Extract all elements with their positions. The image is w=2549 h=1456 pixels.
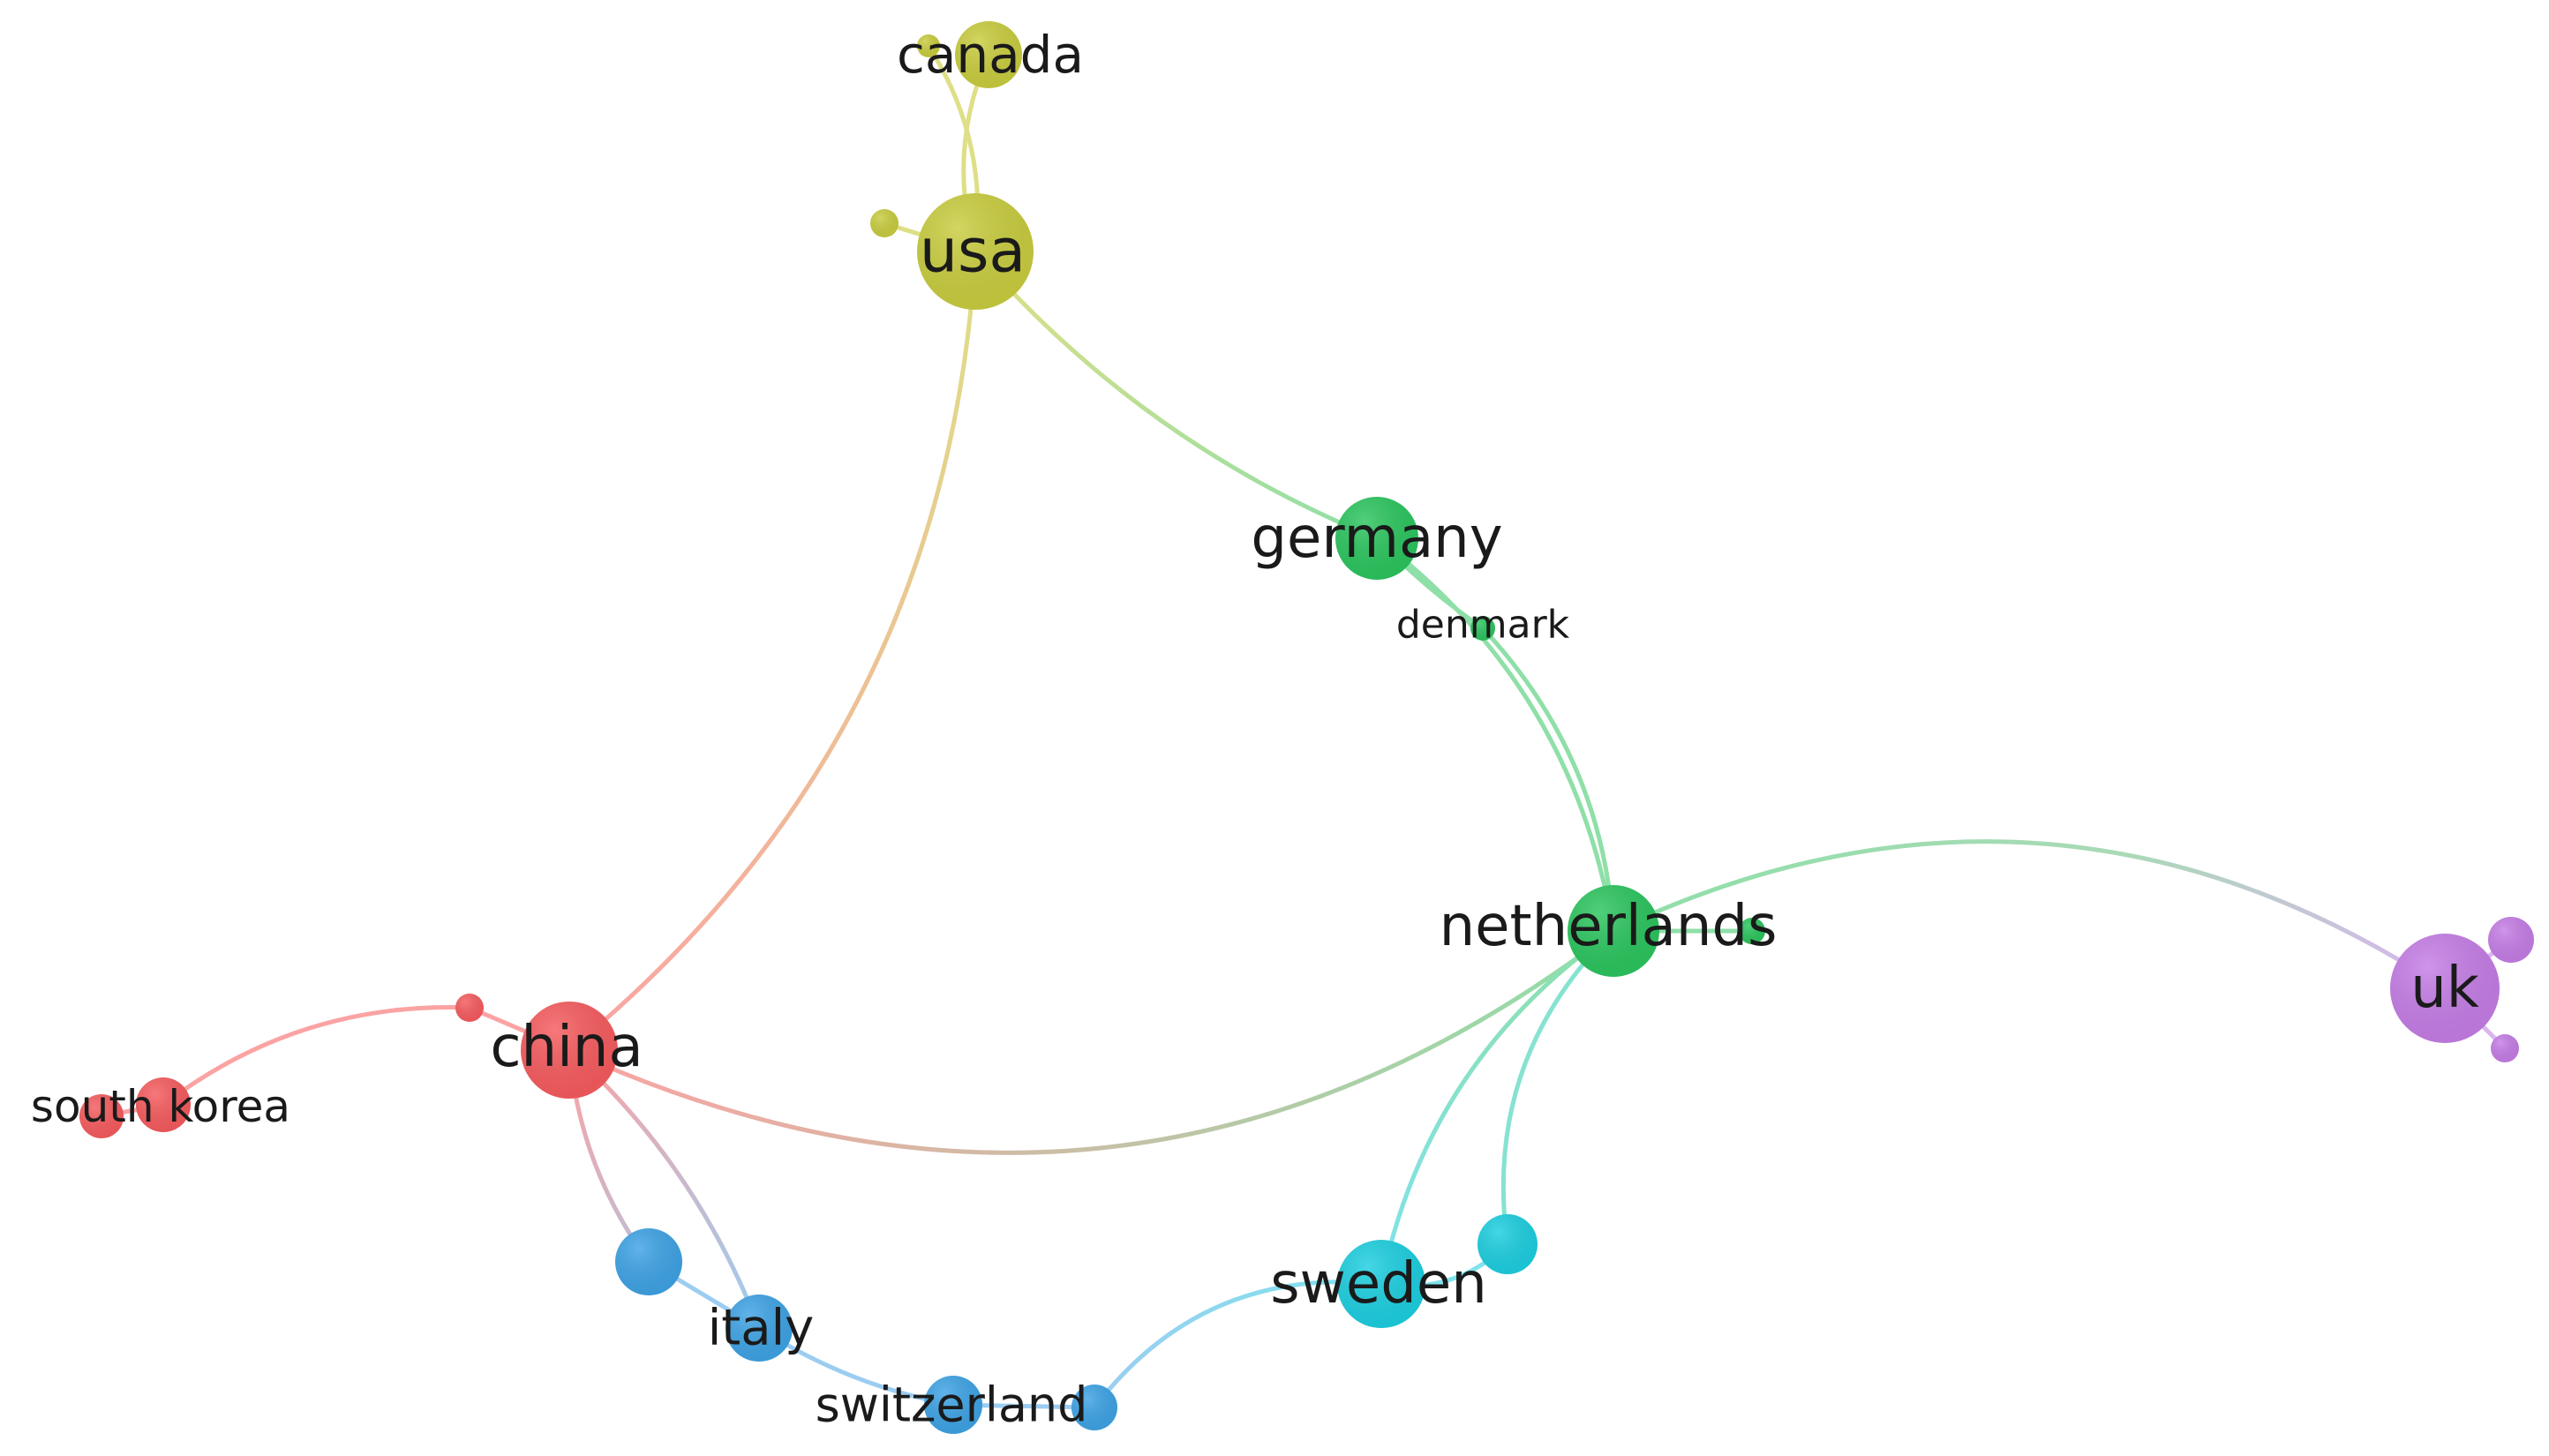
label-usa: usa — [920, 217, 1026, 287]
node-shading-uk-small-2 — [2491, 1034, 2519, 1062]
node-shading-switzerland-small — [1071, 1385, 1117, 1430]
node-shading-usa-small — [870, 209, 899, 237]
label-sweden: sweden — [1270, 1251, 1487, 1317]
node-uk[interactable] — [2390, 934, 2500, 1043]
node-shading-germany — [1335, 497, 1418, 580]
node-uk-small-1[interactable] — [2488, 917, 2534, 963]
node-shading-netherlands — [1568, 885, 1659, 977]
label-uk: uk — [2410, 956, 2479, 1021]
node-shading-italy — [726, 1295, 793, 1362]
node-switzerland-small[interactable] — [1071, 1385, 1117, 1430]
node-shading-netherlands-small — [1739, 918, 1765, 944]
node-sweden[interactable] — [1337, 1240, 1425, 1328]
label-italy: italy — [708, 1300, 815, 1357]
link-usa-china — [567, 249, 978, 1053]
node-china-small[interactable] — [455, 994, 484, 1022]
label-switzerland: switzerland — [816, 1377, 1088, 1433]
node-uk-small-2[interactable] — [2491, 1034, 2519, 1062]
node-shading-canada — [955, 21, 1022, 88]
links-layer — [99, 43, 2514, 1410]
link-switzerland-small-sweden — [1092, 1280, 1384, 1410]
node-shading-denmark — [1470, 616, 1495, 641]
node-shading-switzerland — [924, 1376, 982, 1434]
node-shading-usa — [917, 193, 1034, 310]
node-usa-small[interactable] — [870, 209, 899, 237]
node-netherlands[interactable] — [1568, 885, 1659, 977]
link-china-small-south-korea — [161, 1005, 472, 1107]
node-denmark[interactable] — [1470, 616, 1495, 641]
node-shading-sweden-small — [1478, 1214, 1538, 1274]
node-shading-china — [521, 1002, 618, 1099]
node-shading-uk-small-1 — [2488, 917, 2534, 963]
link-netherlands-sweden — [1379, 928, 1616, 1287]
nodes-layer — [79, 21, 2534, 1434]
link-denmark-netherlands — [1480, 626, 1616, 934]
label-china: china — [490, 1015, 643, 1080]
link-usa-germany — [973, 249, 1380, 541]
node-shading-canada-small — [917, 34, 940, 57]
node-south-korea[interactable] — [136, 1077, 191, 1132]
node-china[interactable] — [521, 1002, 618, 1099]
node-switzerland[interactable] — [924, 1376, 982, 1434]
link-germany-netherlands — [1374, 536, 1616, 934]
node-sweden-small[interactable] — [1478, 1214, 1538, 1274]
node-usa[interactable] — [917, 193, 1034, 310]
node-shading-china-small — [455, 994, 484, 1022]
link-netherlands-uk — [1611, 839, 2447, 991]
label-canada: canada — [897, 25, 1084, 85]
node-shading-sweden — [1337, 1240, 1425, 1328]
node-canada-small[interactable] — [917, 34, 940, 57]
node-italy-small[interactable] — [615, 1228, 682, 1295]
link-netherlands-sweden-small — [1500, 928, 1616, 1247]
node-shading-italy-small — [615, 1228, 682, 1295]
labels-layer: canada usa germany denmark netherlands uk chin… — [31, 25, 2479, 1433]
label-south-korea: south korea — [31, 1081, 290, 1132]
node-canada[interactable] — [955, 21, 1022, 88]
link-netherlands-china — [567, 928, 1616, 1155]
node-shading-uk — [2390, 934, 2500, 1043]
node-italy[interactable] — [726, 1295, 793, 1362]
node-shading-south-korea-small — [79, 1094, 124, 1138]
label-netherlands: netherlands — [1440, 894, 1778, 959]
label-germany: germany — [1251, 506, 1502, 571]
label-denmark: denmark — [1396, 603, 1570, 648]
node-germany[interactable] — [1335, 497, 1418, 580]
node-shading-south-korea — [136, 1077, 191, 1132]
node-netherlands-small[interactable] — [1739, 918, 1765, 944]
node-south-korea-small[interactable] — [79, 1094, 124, 1138]
